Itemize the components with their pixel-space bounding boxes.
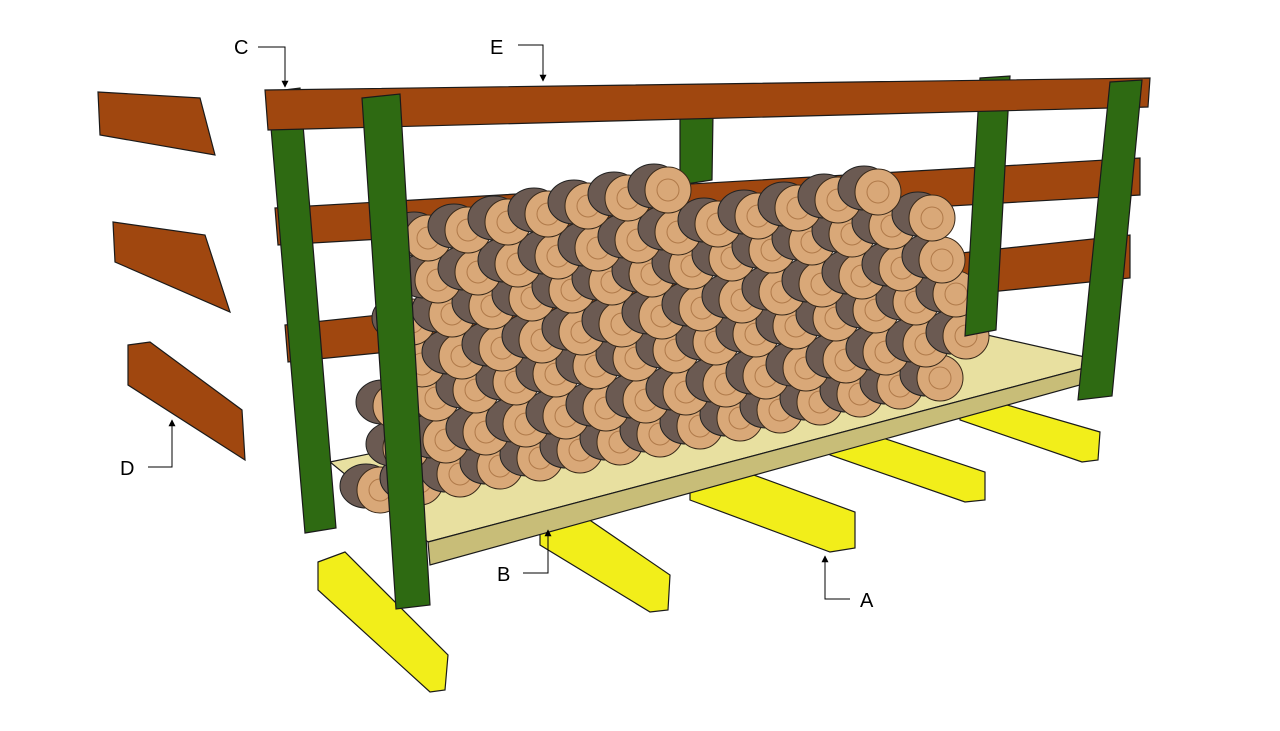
log-end	[918, 236, 966, 284]
loose-board-1	[97, 91, 216, 156]
loose-board-2	[112, 221, 231, 314]
log-ring	[866, 180, 890, 204]
front-left-post	[267, 87, 337, 534]
label-c-text: C	[234, 37, 248, 59]
log-end	[854, 168, 902, 216]
label-e: E	[490, 37, 547, 82]
log-ring	[928, 366, 952, 390]
log-end	[908, 194, 956, 242]
loose-side-boards	[97, 91, 246, 462]
log-ring	[656, 178, 680, 202]
label-d-text: D	[120, 458, 134, 480]
label-a: A	[821, 555, 874, 612]
label-d: D	[120, 419, 176, 480]
log-ring	[930, 248, 954, 272]
right-front-post	[1077, 79, 1143, 401]
log-end	[644, 166, 692, 214]
log-ring	[920, 206, 944, 230]
label-a-text: A	[860, 590, 874, 612]
right-back-post	[964, 75, 1011, 337]
front-second-post	[361, 93, 431, 610]
firewood-stack	[339, 163, 990, 514]
top-rail	[264, 77, 1151, 131]
loose-board-3	[127, 341, 246, 462]
joist	[317, 551, 449, 693]
label-c: C	[234, 37, 289, 88]
label-e-text: E	[490, 37, 503, 59]
label-b: B	[497, 529, 552, 586]
label-b-text: B	[497, 564, 510, 586]
